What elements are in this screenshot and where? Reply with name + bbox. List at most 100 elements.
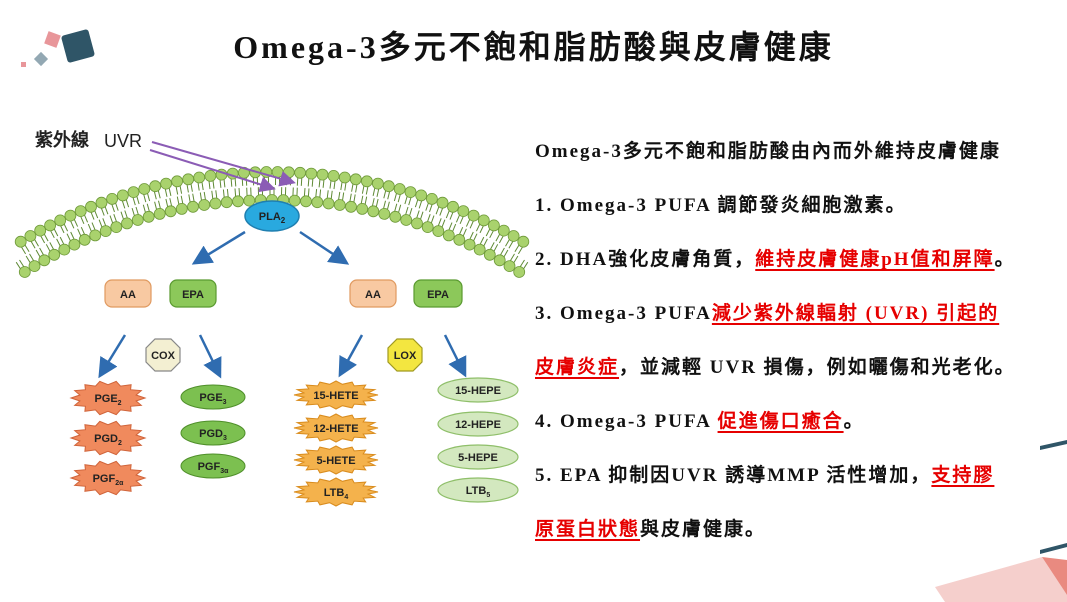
decor-shape-light-pink — [935, 557, 1067, 602]
lipid-head — [89, 229, 102, 242]
corner-decoration — [935, 440, 1067, 602]
lipid-head — [487, 219, 500, 232]
summary-segment: 1. Omega-3 PUFA 調節發炎細胞激素。 — [535, 195, 907, 216]
lipid-head — [483, 248, 496, 261]
lipid-head — [95, 196, 108, 209]
lipid-head — [338, 171, 351, 184]
ltb4-label: LTB — [324, 487, 345, 499]
lipid-head — [473, 243, 486, 256]
lipid-head — [503, 260, 516, 273]
lipid-head — [360, 175, 373, 188]
summary-point-5-cont: 原蛋白狀態與皮膚健康。 — [535, 503, 1016, 557]
pge2-subscript: 2 — [118, 400, 122, 407]
lipid-head — [64, 209, 77, 222]
lipid-head — [138, 183, 151, 195]
lipid-head — [220, 196, 233, 209]
lipid-head — [415, 189, 428, 202]
summary-segment: 3. Omega-3 PUFA — [535, 303, 712, 324]
pgf3a-subscript: 3α — [220, 468, 229, 475]
cox-label: COX — [151, 350, 176, 362]
lipid-head — [187, 200, 199, 213]
summary-segment: 4. Omega-3 PUFA — [535, 411, 718, 432]
lipid-head — [294, 166, 307, 179]
lipid-head — [493, 254, 506, 267]
summary-emphasis: 原蛋白狀態 — [535, 519, 641, 540]
lipid-head — [442, 229, 455, 242]
lipid-head — [198, 199, 211, 211]
lipid-head — [316, 168, 329, 181]
lipid-head — [393, 183, 406, 195]
lipid-head — [367, 205, 380, 218]
lipid-head — [171, 175, 184, 188]
lipid-head — [99, 225, 112, 238]
pgf2a-subscript: 2α — [115, 480, 124, 487]
pgf3a-label: PGF — [198, 461, 221, 473]
pgf3a-oval: PGF3α — [180, 453, 246, 479]
lipid-head — [127, 186, 140, 199]
left-aa-box: AA — [104, 279, 152, 308]
lipid-head — [467, 209, 480, 222]
lipid-head — [513, 266, 526, 278]
lipid-head — [300, 195, 312, 208]
lipid-head — [160, 177, 173, 190]
slide-title: Omega-3多元不飽和脂肪酸與皮膚健康 — [233, 29, 834, 65]
svg-text:PLA2: PLA2 — [259, 211, 286, 225]
15-hepe-oval: 15-HEPE — [437, 377, 519, 403]
lipid-head — [149, 180, 162, 193]
pgd2-subscript: 2 — [118, 440, 122, 447]
pge3-oval: PGE3 — [180, 384, 246, 410]
arrow-right-aa — [338, 334, 364, 378]
ltb5-oval: LTB5 — [437, 477, 519, 503]
pla2-enzyme: PLA2 — [244, 200, 300, 232]
lipid-head — [404, 186, 417, 199]
lipid-head — [378, 207, 391, 220]
svg-text:PGE3: PGE3 — [199, 392, 226, 406]
pathway-diagram: 紫外線 UVR PLA2 AA EPA COX PGE2 PGD2 PGF2α — [14, 129, 530, 507]
5-hepe-label: 5-HEPE — [458, 452, 498, 464]
lipid-head — [204, 169, 217, 182]
lipid-head — [116, 189, 129, 202]
cox-enzyme: COX — [145, 338, 181, 372]
svg-text:PGD2: PGD2 — [94, 433, 122, 447]
arrow-to-right-branch — [299, 230, 350, 265]
lipid-bilayer — [14, 166, 530, 278]
summary-segment: ，並減輕 UVR 損傷，例如曬傷和光老化。 — [619, 357, 1016, 378]
arrow-right-epa — [443, 334, 467, 378]
summary-segment: 與皮膚健康。 — [640, 519, 767, 540]
summary-text: Omega-3多元不飽和脂肪酸由內而外維持皮膚健康 1. Omega-3 PUF… — [535, 125, 1016, 557]
pgd2-burst: PGD2 — [69, 420, 147, 456]
svg-text:PGF2α: PGF2α — [93, 473, 125, 487]
left-epa-label: EPA — [182, 289, 204, 301]
15-hepe-label: 15-HEPE — [455, 385, 501, 397]
lipid-head — [44, 219, 56, 232]
lipid-head — [349, 173, 362, 186]
ltb5-label: LTB — [466, 485, 487, 497]
summary-emphasis: 維持皮膚健康pH值和屏障 — [755, 249, 995, 270]
lipid-head — [131, 214, 144, 226]
pge2-burst: PGE2 — [69, 380, 147, 416]
summary-point-1: 1. Omega-3 PUFA 調節發炎細胞激素。 — [535, 179, 1016, 233]
summary-segment: 。 — [843, 411, 865, 432]
lipid-head — [58, 243, 71, 256]
lipid-head — [389, 210, 402, 223]
pgd3-subscript: 3 — [223, 435, 227, 442]
summary-emphasis: 促進傷口癒合 — [717, 411, 844, 432]
12-hepe-label: 12-HEPE — [455, 419, 501, 431]
lipid-head — [175, 202, 188, 215]
lipid-head — [153, 207, 166, 220]
5-hepe-oval: 5-HEPE — [437, 444, 519, 470]
ltb5-subscript: 5 — [486, 492, 490, 499]
summary-heading: Omega-3多元不飽和脂肪酸由內而外維持皮膚健康 — [535, 125, 1016, 179]
lipid-head — [193, 171, 206, 184]
svg-text:PGE2: PGE2 — [94, 393, 121, 407]
lipid-head — [282, 166, 295, 179]
summary-segment: 2. DHA強化皮膚角質， — [535, 249, 756, 270]
lipid-head — [517, 235, 530, 248]
summary-point-2: 2. DHA強化皮膚角質，維持皮膚健康pH值和屏障。 — [535, 233, 1016, 287]
lipid-head — [34, 224, 47, 237]
pla2-subscript: 2 — [281, 216, 286, 225]
15-hete-burst: 15-HETE — [293, 380, 379, 410]
lipid-head — [110, 221, 123, 234]
pgf2a-label: PGF — [93, 473, 116, 485]
svg-text:PGD3: PGD3 — [199, 428, 227, 442]
